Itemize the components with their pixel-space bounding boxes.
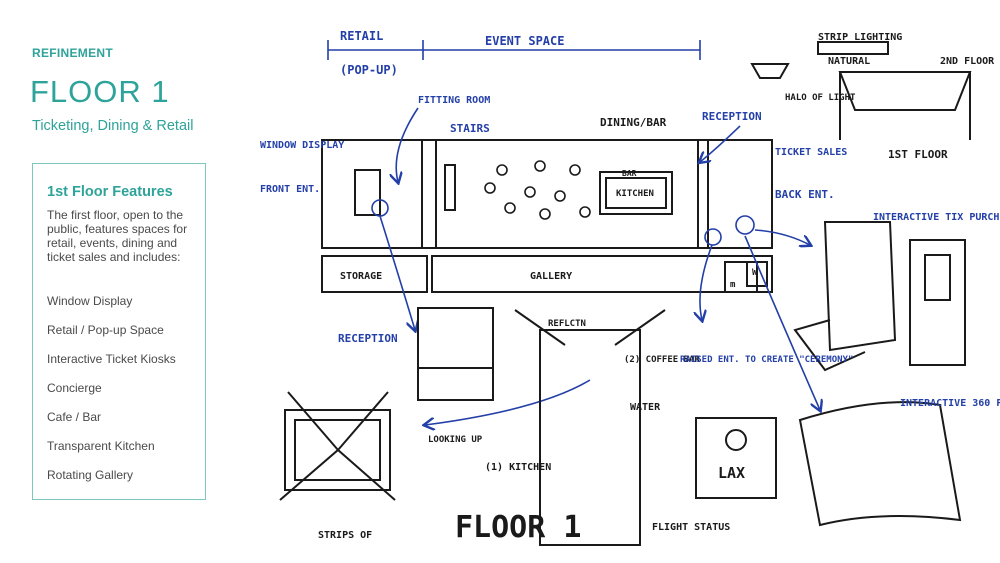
label-natural: NATURAL xyxy=(828,56,870,67)
label-front-ent: FRONT ENT. xyxy=(260,184,320,195)
feature-item: Concierge xyxy=(47,381,102,395)
label-interactive-360: INTERACTIVE 360 PANEL xyxy=(900,398,1000,409)
dimension-lines xyxy=(327,40,701,60)
label-halo: HALO OF LIGHT xyxy=(785,93,856,103)
label-back-ent: BACK ENT. xyxy=(775,188,835,201)
label-dining-bar: DINING/BAR xyxy=(600,116,667,129)
kiosk-sketches xyxy=(793,221,966,372)
feature-item: Cafe / Bar xyxy=(47,410,102,424)
label-raised-ent: RAISED ENT. TO CREATE "CEREMONY" xyxy=(680,355,853,365)
label-m: m xyxy=(730,280,736,290)
label-kitchen-section: (1) KITCHEN xyxy=(485,462,551,473)
label-reception-top: RECEPTION xyxy=(702,110,762,123)
label-storage: STORAGE xyxy=(340,271,382,282)
feature-item: Rotating Gallery xyxy=(47,468,134,482)
label-w: W xyxy=(752,268,758,278)
label-lax: LAX xyxy=(718,464,745,482)
label-coffee-bar: (2) COFFEE BAR xyxy=(624,355,700,365)
label-fitting-room: FITTING ROOM xyxy=(418,95,490,106)
page-subtitle: Ticketing, Dining & Retail xyxy=(32,118,194,134)
label-strip-lighting: STRIP LIGHTING xyxy=(818,32,902,43)
label-flight-status: FLIGHT STATUS xyxy=(652,522,730,533)
label-2nd-floor: 2ND FLOOR xyxy=(940,56,995,67)
section-sketches xyxy=(279,307,962,546)
feature-item: Retail / Pop-up Space xyxy=(47,323,164,337)
features-heading: 1st Floor Features xyxy=(47,184,173,200)
page-title: FLOOR 1 xyxy=(30,74,170,109)
dining-tables xyxy=(484,160,591,220)
features-box: 1st Floor Features The first floor, open… xyxy=(32,163,206,500)
main-floor-plan xyxy=(321,139,773,293)
info-panel: REFINEMENT FLOOR 1 Ticketing, Dining & R… xyxy=(0,0,225,563)
label-stairs: STAIRS xyxy=(450,122,490,135)
label-popup: (POP-UP) xyxy=(340,63,398,77)
label-kitchen-plan: KITCHEN xyxy=(616,189,654,199)
label-retail: RETAIL xyxy=(340,29,383,43)
label-bar: BAR xyxy=(622,169,637,178)
section-eyebrow: REFINEMENT xyxy=(32,46,113,60)
ceiling-sketches xyxy=(750,41,972,140)
label-reception-bottom: RECEPTION xyxy=(338,332,398,345)
label-reflctn: REFLCTN xyxy=(548,319,586,329)
label-ticket-sales: TICKET SALES xyxy=(775,147,847,158)
label-looking-up: LOOKING UP xyxy=(428,435,483,445)
label-event-space: EVENT SPACE xyxy=(485,34,564,48)
label-water: WATER xyxy=(630,402,661,413)
sketch-floor-title: FLOOR 1 xyxy=(455,510,581,545)
label-1st-floor: 1ST FLOOR xyxy=(888,148,948,161)
feature-list: Window Display Retail / Pop-up Space Int… xyxy=(47,294,176,497)
feature-item: Window Display xyxy=(47,294,133,308)
floor-plan-sketch: RETAIL (POP-UP) EVENT SPACE STRIP LIGHTI… xyxy=(260,29,1000,546)
label-gallery: GALLERY xyxy=(530,271,572,282)
label-interactive-tix: INTERACTIVE TIX PURCHS xyxy=(873,212,1000,223)
features-description: The first floor, open to the public, fea… xyxy=(47,208,188,264)
feature-item: Transparent Kitchen xyxy=(47,439,155,453)
label-strips-of: STRIPS OF xyxy=(318,530,372,541)
annotation-arrows xyxy=(371,107,820,425)
feature-item: Interactive Ticket Kiosks xyxy=(47,352,176,366)
label-window-display: WINDOW DISPLAY xyxy=(260,140,344,151)
